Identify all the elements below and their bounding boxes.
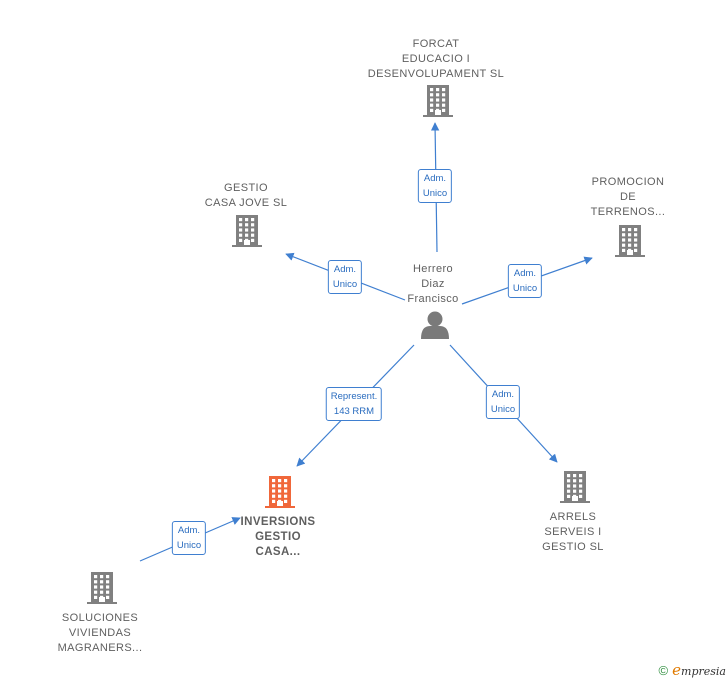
- node-label-line: DESENVOLUPAMENT SL: [367, 68, 505, 80]
- node-label-line: CASA JOVE SL: [204, 197, 288, 209]
- edge-label-line: Unico: [422, 188, 448, 199]
- node-label-line: GESTIO: [255, 531, 301, 543]
- edge-label-forcat[interactable]: Adm. Unico: [417, 169, 453, 203]
- node-label-line: EDUCACIO I: [401, 53, 471, 65]
- edge-label-inversions[interactable]: Adm. Unico: [171, 521, 207, 555]
- building-icon[interactable]: [615, 225, 645, 257]
- icons-layer: [87, 85, 645, 604]
- node-label-line: DE: [619, 191, 637, 203]
- edge-label-line: Unico: [490, 404, 516, 415]
- brand-logo: empresia: [672, 661, 726, 679]
- edge-label-line: Adm.: [423, 173, 447, 184]
- node-label-line: FORCAT: [412, 38, 460, 50]
- building-icon[interactable]: [423, 85, 453, 117]
- node-label-line: Herrero: [412, 263, 454, 275]
- node-label-line: TERRENOS...: [590, 206, 666, 218]
- edge-label-line: Adm.: [491, 389, 515, 400]
- node-label-line: Diaz: [421, 278, 445, 290]
- edge-label-line: Unico: [512, 283, 538, 294]
- edge-label-inversions[interactable]: Represent. 143 RRM: [325, 387, 383, 421]
- copyright-symbol: ©: [658, 663, 669, 678]
- node-label-inversions[interactable]: INVERSIONS GESTIO CASA...: [241, 515, 316, 560]
- footer-brand[interactable]: ©empresia: [659, 661, 726, 679]
- edge-label-line: Unico: [332, 279, 358, 290]
- edge-label-promocion[interactable]: Adm. Unico: [507, 264, 543, 298]
- node-label-promocion[interactable]: PROMOCION DE TERRENOS...: [591, 175, 666, 220]
- node-label-gestio-casa-jove[interactable]: GESTIO CASA JOVE SL: [205, 181, 287, 211]
- node-label-line: PROMOCION: [591, 176, 665, 188]
- edge-label-line: Adm.: [513, 268, 537, 279]
- node-label-line: GESTIO SL: [542, 541, 604, 553]
- edge-label-line: 143 RRM: [333, 406, 375, 417]
- edge-label-line: Represent.: [330, 391, 378, 402]
- node-label-line: MAGRANERS...: [57, 642, 143, 654]
- node-label-line: CASA...: [255, 546, 301, 558]
- node-label-line: SERVEIS I: [544, 526, 602, 538]
- building-icon[interactable]: [232, 215, 262, 247]
- node-label-line: SOLUCIONES: [61, 612, 139, 624]
- node-label-line: VIVIENDAS: [68, 627, 132, 639]
- node-label-arrels[interactable]: ARRELS SERVEIS I GESTIO SL: [542, 510, 604, 555]
- edge-label-line: Unico: [176, 540, 202, 551]
- node-label-line: INVERSIONS: [240, 516, 316, 528]
- node-label-forcat[interactable]: FORCAT EDUCACIO I DESENVOLUPAMENT SL: [368, 37, 504, 82]
- edge-label-line: Adm.: [333, 264, 357, 275]
- node-label-line: ARRELS: [549, 511, 597, 523]
- brand-initial: e: [672, 661, 682, 679]
- building-icon[interactable]: [87, 572, 117, 604]
- edge-label-gestio-casa-jove[interactable]: Adm. Unico: [327, 260, 363, 294]
- edge-label-line: Adm.: [177, 525, 201, 536]
- edge-label-arrels[interactable]: Adm. Unico: [485, 385, 521, 419]
- brand-name: mpresia: [681, 665, 726, 678]
- node-label-line: Francisco: [407, 293, 459, 305]
- building-icon[interactable]: [265, 476, 295, 508]
- building-icon[interactable]: [560, 471, 590, 503]
- node-label-line: GESTIO: [224, 182, 268, 194]
- person-icon[interactable]: [421, 311, 449, 340]
- node-label-soluciones[interactable]: SOLUCIONES VIVIENDAS MAGRANERS...: [58, 611, 143, 656]
